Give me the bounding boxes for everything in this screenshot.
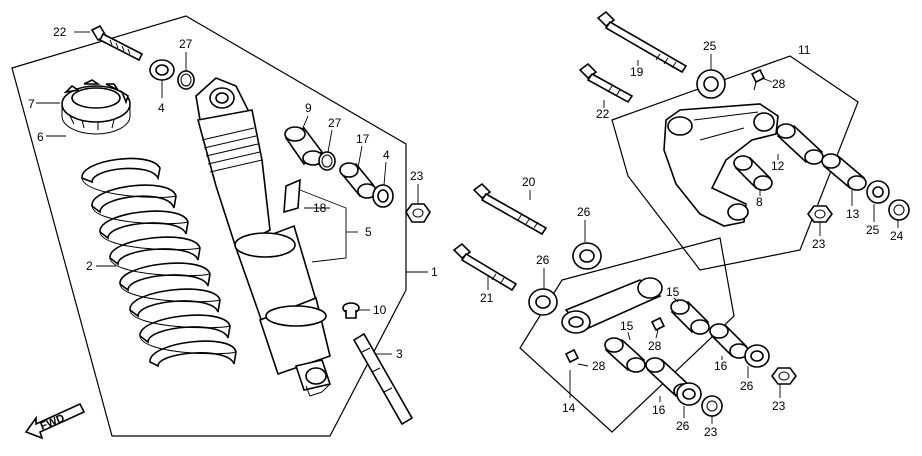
nut-23-right bbox=[771, 367, 797, 385]
callout-15-lower: 15 bbox=[620, 319, 634, 333]
callout-27-mid: 27 bbox=[328, 116, 342, 130]
bearing-26-upper bbox=[572, 242, 602, 270]
collar-13 bbox=[821, 153, 867, 191]
nut-23-lower bbox=[701, 395, 723, 417]
frame-bracket-frame bbox=[611, 55, 859, 271]
collar-17 bbox=[339, 162, 377, 199]
callout-4-top: 4 bbox=[158, 101, 165, 115]
callout-1: 1 bbox=[431, 265, 438, 279]
collar-16-right bbox=[709, 323, 749, 359]
o-ring-27-top bbox=[177, 70, 195, 90]
callout-16-lower: 16 bbox=[652, 403, 666, 417]
callout-10: 10 bbox=[373, 303, 387, 317]
callout-26-upper: 26 bbox=[577, 205, 591, 219]
callout-6: 6 bbox=[37, 130, 44, 144]
collar-15-lower bbox=[604, 337, 646, 373]
collar-12 bbox=[776, 123, 824, 165]
callout-25-top: 25 bbox=[703, 39, 717, 53]
cap-10 bbox=[342, 302, 360, 319]
callout-28-mid: 28 bbox=[648, 339, 662, 353]
bearing-26-left bbox=[528, 288, 558, 316]
callout-7: 7 bbox=[28, 97, 35, 111]
callout-3: 3 bbox=[396, 347, 403, 361]
bolt-21 bbox=[452, 242, 518, 292]
bearing-25-right bbox=[866, 180, 890, 204]
callout-labels: 22 27 7 6 4 9 27 17 4 23 18 5 1 2 10 3 1… bbox=[28, 25, 904, 439]
grease-fitting-28-low bbox=[564, 348, 580, 364]
shock-assembly-frame bbox=[11, 15, 407, 437]
bearing-25-top bbox=[696, 69, 726, 99]
callout-28-low: 28 bbox=[592, 359, 606, 373]
grease-fitting-28-top bbox=[750, 68, 766, 91]
callout-2: 2 bbox=[86, 259, 93, 273]
bolt-22-right bbox=[578, 62, 634, 104]
washer-4-mid bbox=[372, 184, 394, 208]
callout-12: 12 bbox=[771, 159, 785, 173]
bolt-19 bbox=[596, 10, 688, 74]
o-ring-27-mid bbox=[318, 151, 336, 171]
bearing-26-right bbox=[744, 344, 770, 368]
cushion-connecting-rod bbox=[561, 277, 663, 334]
shock-spring bbox=[81, 157, 237, 368]
nut-23-bracket bbox=[807, 205, 833, 223]
callout-8: 8 bbox=[756, 195, 763, 209]
collar-15-upper bbox=[670, 299, 710, 335]
callout-14: 14 bbox=[562, 401, 576, 415]
callout-26-lower: 26 bbox=[676, 419, 690, 433]
washer-4-top bbox=[149, 59, 175, 81]
callout-28-top: 28 bbox=[772, 77, 786, 91]
callout-22-top: 22 bbox=[53, 25, 67, 39]
nut-24 bbox=[888, 199, 910, 221]
callout-23-bracket: 23 bbox=[812, 237, 826, 251]
callout-5: 5 bbox=[365, 225, 372, 239]
forward-direction-arrow: FWD bbox=[24, 402, 86, 440]
callout-25-right: 25 bbox=[866, 223, 880, 237]
callout-26-right: 26 bbox=[740, 379, 754, 393]
spring-adjuster-nuts bbox=[61, 79, 131, 135]
collar-9 bbox=[284, 126, 324, 166]
callout-16-right: 16 bbox=[714, 359, 728, 373]
callout-17: 17 bbox=[356, 132, 370, 146]
callout-24: 24 bbox=[890, 229, 904, 243]
callout-18: 18 bbox=[313, 201, 327, 215]
callout-23-left: 23 bbox=[410, 169, 424, 183]
callout-26-left: 26 bbox=[536, 253, 550, 267]
callout-22-right: 22 bbox=[596, 107, 610, 121]
bearing-26-lower bbox=[676, 382, 702, 406]
leader-lines bbox=[36, 31, 899, 424]
callout-13: 13 bbox=[846, 207, 860, 221]
grease-fitting-28-mid bbox=[650, 316, 666, 332]
frame-bracket bbox=[663, 103, 779, 227]
callout-23-lower: 23 bbox=[704, 425, 718, 439]
fwd-label: FWD bbox=[39, 412, 67, 433]
shock-absorber bbox=[195, 77, 332, 397]
nut-23-left bbox=[405, 203, 431, 223]
bolt-20 bbox=[472, 182, 548, 236]
collar-8 bbox=[733, 155, 773, 191]
callout-23-right: 23 bbox=[772, 399, 786, 413]
callout-27-top: 27 bbox=[179, 37, 193, 51]
bolt-22-top bbox=[90, 24, 144, 62]
callout-4-mid: 4 bbox=[383, 148, 390, 162]
callout-9: 9 bbox=[305, 101, 312, 115]
callout-21: 21 bbox=[480, 291, 494, 305]
callout-15-upper: 15 bbox=[666, 285, 680, 299]
callout-20: 20 bbox=[522, 175, 536, 189]
callout-11: 11 bbox=[798, 43, 811, 57]
callout-19: 19 bbox=[630, 65, 644, 79]
hose-3 bbox=[352, 332, 414, 426]
